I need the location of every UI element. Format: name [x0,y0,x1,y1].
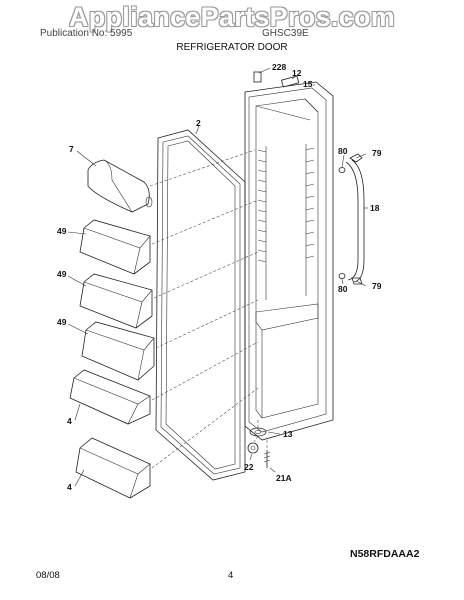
door-trim-cap [281,75,300,88]
callout-80-lower: 80 [338,284,348,294]
callout-4-upper: 4 [67,416,72,426]
door-bin-3 [81,321,155,381]
door-bin-5 [75,437,151,499]
callout-22: 22 [244,462,254,472]
callout-49-upper: 49 [57,226,67,236]
callout-2: 2 [196,118,201,128]
section-title: REFRIGERATOR DOOR [176,42,288,53]
handle-end-caps [349,153,363,285]
hinge-screw [263,450,271,468]
callout-49-middle: 49 [57,269,67,279]
door-bin-1 [79,219,151,275]
door-body [244,81,334,441]
callout-228: 228 [272,62,286,72]
watermark: AppliancePartsPros.com [68,2,396,32]
callout-80-upper: 80 [338,146,348,156]
callout-79-upper: 79 [372,148,382,158]
callout-21a: 21A [276,473,292,483]
publication-number: Publication No: 5995 [40,28,133,39]
handle-screws [338,167,346,279]
diagram-code: N58RFDAAA2 [350,548,420,560]
hinge-bushing [247,442,259,454]
page-number: 4 [228,570,234,581]
model-number: GHSC39E [262,28,309,39]
leader-lines [67,67,368,487]
callout-49-lower: 49 [57,317,67,327]
dairy-compartment-door [87,159,153,213]
door-bin-2 [79,273,153,329]
door-bin-4 [69,369,151,425]
callout-4-lower: 4 [67,482,72,492]
callout-18: 18 [370,203,380,213]
door-handle [345,159,365,283]
callout-15: 15 [303,79,313,89]
footer-date: 08/08 [36,570,60,581]
door-gasket [155,129,246,481]
door-stop-part [253,71,262,83]
callout-13: 13 [283,429,293,439]
callout-79-lower: 79 [372,281,382,291]
assembly-guide-lines [149,149,268,469]
callout-7: 7 [69,144,74,154]
callout-12: 12 [292,68,302,78]
